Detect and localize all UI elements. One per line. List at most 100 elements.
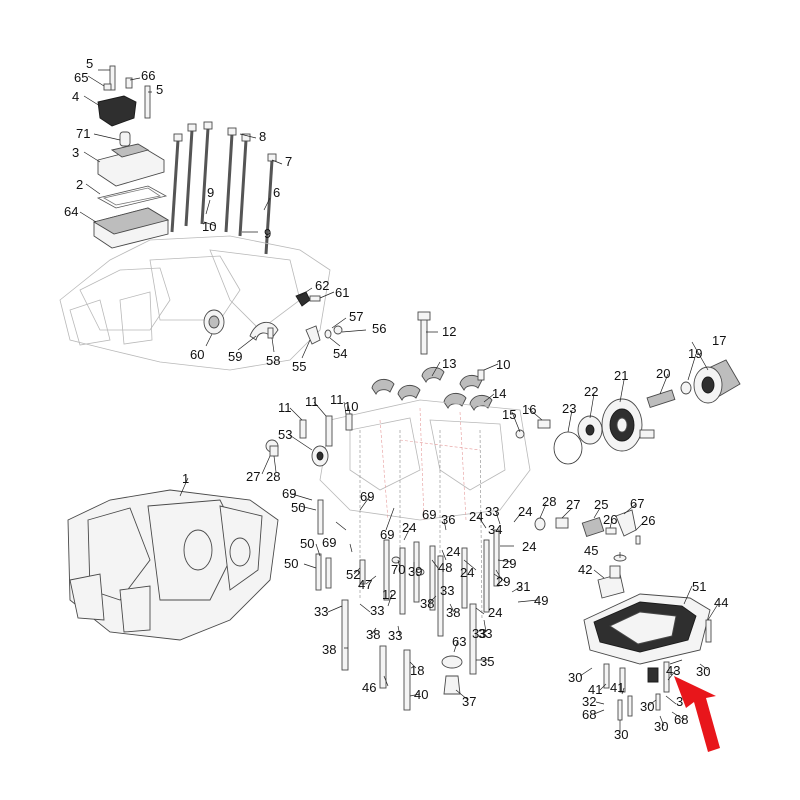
callout-24-b: 24 <box>518 504 532 519</box>
callout-29-b: 29 <box>496 574 510 589</box>
callout-12-lower: 12 <box>382 587 396 602</box>
callout-40: 40 <box>414 687 428 702</box>
callout-30-c: 30 <box>640 699 654 714</box>
lower-bolts <box>315 499 500 711</box>
callout-18: 18 <box>410 663 424 678</box>
callout-10-upper: 10 <box>202 219 216 234</box>
callout-69-a: 69 <box>282 486 296 501</box>
callout-50-b: 50 <box>300 536 314 551</box>
cover-assembly <box>92 65 170 249</box>
callout-58: 58 <box>266 353 280 368</box>
callout-70: 70 <box>391 562 405 577</box>
callout-66: 66 <box>141 68 155 83</box>
callout-44: 44 <box>714 595 728 610</box>
callout-26-a: 26 <box>603 512 617 527</box>
callout-48: 48 <box>438 560 452 575</box>
callout-24-e: 24 <box>522 539 536 554</box>
callout-36: 36 <box>441 512 455 527</box>
callout-29-a: 29 <box>502 556 516 571</box>
callout-17: 17 <box>712 333 726 348</box>
callout-30-a: 30 <box>568 670 582 685</box>
callout-13: 13 <box>442 356 456 371</box>
callout-11-c: 11 <box>330 392 344 407</box>
callout-34: 34 <box>488 522 502 537</box>
callout-46: 46 <box>362 680 376 695</box>
callout-19: 19 <box>688 346 702 361</box>
oil-pan-assembly <box>583 565 712 721</box>
callout-20: 20 <box>656 366 670 381</box>
callout-4: 4 <box>72 89 79 104</box>
callout-59: 59 <box>228 349 242 364</box>
small-dowels <box>265 369 551 467</box>
callout-15: 15 <box>502 407 516 422</box>
callout-1: 1 <box>182 471 189 486</box>
callout-68-b: 68 <box>674 712 688 727</box>
callout-43: 43 <box>666 663 680 678</box>
callout-61: 61 <box>335 285 349 300</box>
callout-5-top: 5 <box>86 56 93 71</box>
callout-32: 32 <box>582 694 596 709</box>
callout-71: 71 <box>76 126 90 141</box>
callout-30-e: 30 <box>614 727 628 742</box>
callout-7: 7 <box>285 154 292 169</box>
callout-45: 45 <box>584 543 598 558</box>
callout-21: 21 <box>614 368 628 383</box>
callout-49: 49 <box>534 593 548 608</box>
long-studs <box>170 121 277 255</box>
callout-55: 55 <box>292 359 306 374</box>
callout-labels: 5 65 66 5 4 71 8 3 7 2 6 9 64 10 9 62 61… <box>64 56 728 742</box>
callout-52: 52 <box>346 567 360 582</box>
callout-62: 62 <box>315 278 329 293</box>
callout-33-f: 33 <box>388 628 402 643</box>
callout-28-right: 28 <box>542 494 556 509</box>
callout-5-right: 5 <box>156 82 163 97</box>
callout-30-b: 30 <box>696 664 710 679</box>
red-pointer-arrow <box>674 676 720 752</box>
callout-69-d: 69 <box>380 527 394 542</box>
oil-filter-assembly <box>553 359 741 465</box>
callout-33-g: 33 <box>478 626 492 641</box>
lower-crankcase <box>67 489 279 641</box>
callout-65: 65 <box>74 70 88 85</box>
callout-33-a: 33 <box>485 504 499 519</box>
callout-24-a: 24 <box>469 509 483 524</box>
callout-31: 31 <box>516 579 530 594</box>
callout-42: 42 <box>578 562 592 577</box>
callout-69-b: 69 <box>360 489 374 504</box>
callout-69-c: 69 <box>422 507 436 522</box>
callout-23: 23 <box>562 401 576 416</box>
callout-53: 53 <box>278 427 292 442</box>
leader-lines <box>79 69 719 734</box>
callout-63: 63 <box>452 634 466 649</box>
callout-33-d: 33 <box>370 603 384 618</box>
callout-2: 2 <box>76 177 83 192</box>
callout-38-c: 38 <box>366 627 380 642</box>
seals-and-brackets <box>203 291 343 345</box>
callout-9-upper: 9 <box>207 185 214 200</box>
callout-24-c: 24 <box>402 520 416 535</box>
callout-38-d: 38 <box>322 642 336 657</box>
callout-6: 6 <box>273 185 280 200</box>
callout-16: 16 <box>522 402 536 417</box>
callout-11-a: 11 <box>278 400 292 415</box>
center-crankcase-ghost <box>319 399 531 621</box>
callout-26-b: 26 <box>641 513 655 528</box>
callout-33-e: 33 <box>472 626 486 641</box>
callout-11-b: 11 <box>305 394 319 409</box>
callout-54: 54 <box>333 346 347 361</box>
callout-39: 39 <box>408 564 422 579</box>
callout-3-partial: 3 <box>676 694 683 709</box>
callout-25: 25 <box>594 497 608 512</box>
callout-24-d: 24 <box>446 544 460 559</box>
callout-57: 57 <box>349 309 363 324</box>
bearing-shells <box>371 366 493 411</box>
callout-68-a: 68 <box>582 707 596 722</box>
callout-51: 51 <box>692 579 706 594</box>
callout-24-g: 24 <box>488 605 502 620</box>
callout-60: 60 <box>190 347 204 362</box>
callout-38-b: 38 <box>446 605 460 620</box>
callout-56: 56 <box>372 321 386 336</box>
callout-9-lower: 9 <box>264 226 271 241</box>
callout-37: 37 <box>462 694 476 709</box>
